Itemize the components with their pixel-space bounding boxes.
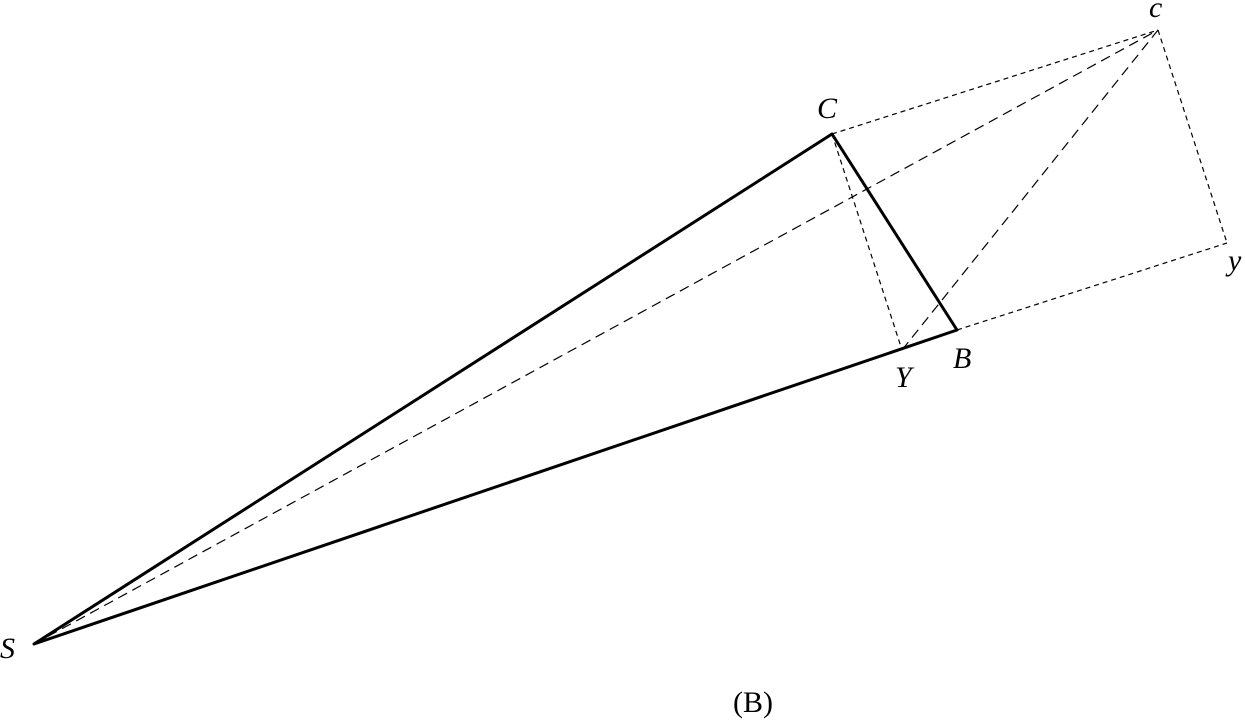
label-C: C: [817, 92, 838, 125]
line-S-c: [33, 29, 1159, 645]
line-c-y: [1157, 29, 1228, 244]
line-B-y: [956, 242, 1228, 331]
triangle-SCB: [32, 132, 959, 646]
label-Y: Y: [895, 361, 915, 394]
label-B: B: [953, 342, 971, 375]
line-C-c: [831, 29, 1159, 135]
label-S: S: [0, 632, 15, 665]
figure-caption: (B): [733, 686, 773, 719]
label-y: y: [1225, 244, 1242, 277]
label-c: c: [1149, 0, 1162, 24]
line-C-Y: [831, 133, 903, 351]
line-Y-c: [901, 29, 1159, 351]
